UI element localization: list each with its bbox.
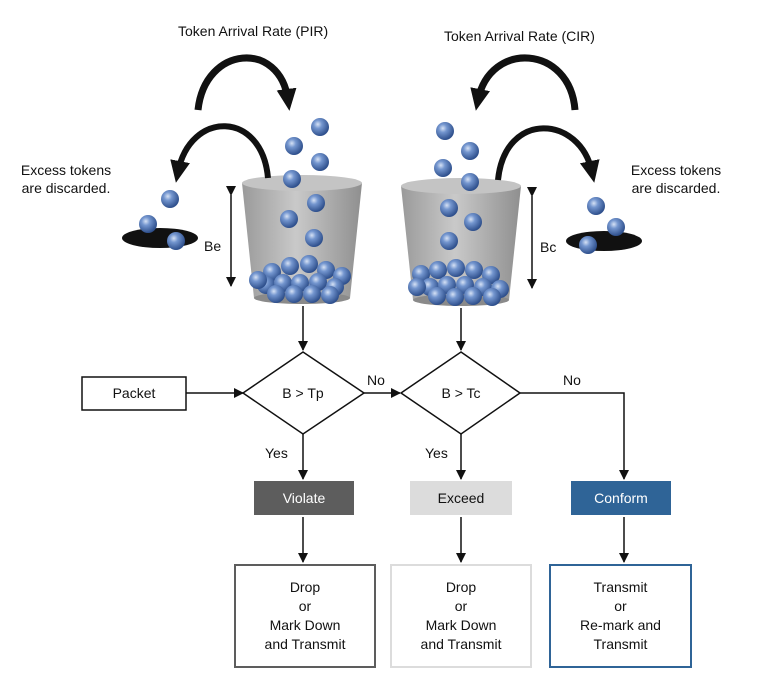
pir-excess-label: Excess tokens are discarded. [8, 161, 124, 197]
token-ball [465, 261, 483, 279]
packet-label: Packet [112, 385, 156, 401]
token-ball [285, 285, 303, 303]
pir-depth-label: Be [204, 238, 222, 254]
token-ball [249, 271, 267, 289]
conform-status-box: Conform [571, 481, 671, 515]
token-ball [285, 137, 303, 155]
exceed-action-line: or [454, 598, 468, 614]
pir-excess-line1: Excess tokens [20, 162, 112, 178]
violate-action-line: and Transmit [264, 636, 346, 652]
cir-discard-hole [566, 231, 642, 251]
token-ball [321, 286, 339, 304]
token-ball [267, 285, 285, 303]
token-ball [464, 287, 482, 305]
exceed-action-line: Drop [445, 579, 477, 595]
token-ball [436, 122, 454, 140]
token-ball [307, 194, 325, 212]
conform-action-line: or [614, 598, 627, 614]
cir-overflow-arrow [495, 125, 600, 183]
token-ball [305, 229, 323, 247]
pir-rate-label: Token Arrival Rate (PIR) [178, 23, 329, 39]
token-ball [428, 287, 446, 305]
cir-yes-label: Yes [425, 445, 448, 461]
violate-label: Violate [282, 490, 326, 506]
token-ball [579, 236, 597, 254]
token-ball [429, 261, 447, 279]
pir-yes-label: Yes [265, 445, 288, 461]
cir-arrival-arrow [470, 54, 579, 111]
exceed-status-box: Exceed [410, 481, 512, 515]
exceed-action-line: Mark Down [425, 617, 497, 633]
token-ball [440, 232, 458, 250]
cir-excess-line2: are discarded. [631, 180, 721, 196]
token-ball [311, 118, 329, 136]
token-ball [303, 285, 321, 303]
cir-depth-label: Bc [540, 239, 557, 255]
pir-decision-diamond [241, 351, 366, 435]
conform-action-box: Transmit or Re-mark and Transmit [549, 564, 692, 668]
cir-no-connector [520, 392, 629, 480]
pir-no-label: No [367, 372, 385, 388]
exceed-action-box: Drop or Mark Down and Transmit [390, 564, 532, 668]
token-ball [446, 288, 464, 306]
violate-status-box: Violate [254, 481, 354, 515]
conform-label: Conform [594, 490, 648, 506]
cir-tokens [408, 122, 625, 306]
token-ball [461, 173, 479, 191]
token-ball [161, 190, 179, 208]
token-ball [280, 210, 298, 228]
token-ball [281, 257, 299, 275]
cir-decision-label: B > Tc [441, 385, 481, 401]
pir-arrival-arrow [194, 54, 297, 111]
cir-excess-label: Excess tokens are discarded. [618, 161, 734, 197]
cir-no-label: No [563, 372, 581, 388]
token-ball [311, 153, 329, 171]
token-ball [447, 259, 465, 277]
token-ball [464, 213, 482, 231]
token-ball [300, 255, 318, 273]
token-ball [408, 278, 426, 296]
token-ball [283, 170, 301, 188]
cir-rate-label: Token Arrival Rate (CIR) [444, 28, 595, 44]
packet-box [81, 376, 187, 411]
pir-tokens [139, 118, 351, 304]
exceed-label: Exceed [437, 490, 485, 506]
pir-decision-label: B > Tp [282, 385, 324, 401]
pir-excess-line2: are discarded. [21, 180, 111, 196]
token-ball [461, 142, 479, 160]
violate-action-line: Mark Down [269, 617, 341, 633]
cir-decision-diamond [399, 351, 522, 435]
cir-excess-line1: Excess tokens [630, 162, 722, 178]
token-ball [434, 159, 452, 177]
exceed-action-line: and Transmit [420, 636, 502, 652]
token-ball [483, 288, 501, 306]
conform-action-line: Transmit [593, 579, 648, 595]
token-ball [607, 218, 625, 236]
token-ball [139, 215, 157, 233]
pir-discard-hole [122, 228, 198, 248]
conform-action-line: Re-mark and [580, 617, 661, 633]
token-ball [440, 199, 458, 217]
pir-overflow-arrow [170, 123, 271, 183]
violate-action-line: or [298, 598, 312, 614]
token-ball [167, 232, 185, 250]
conform-action-line: Transmit [593, 636, 648, 652]
violate-action-box: Drop or Mark Down and Transmit [234, 564, 376, 668]
violate-action-line: Drop [289, 579, 321, 595]
token-ball [587, 197, 605, 215]
